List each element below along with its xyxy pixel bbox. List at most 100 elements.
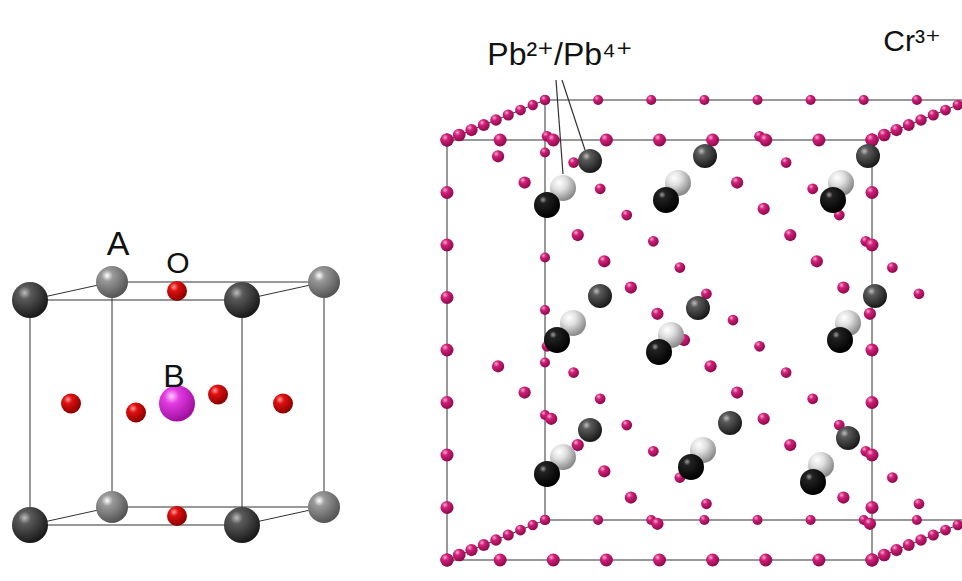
cr-atom bbox=[699, 515, 709, 525]
cr-atom bbox=[441, 134, 454, 147]
cr-atom bbox=[547, 134, 560, 147]
cr-atom bbox=[953, 100, 962, 110]
cr-atom bbox=[465, 544, 477, 556]
cr-atom bbox=[812, 554, 825, 567]
cr-atom bbox=[540, 95, 550, 105]
cr-atom bbox=[441, 554, 454, 567]
cr-atom bbox=[781, 367, 792, 378]
cr-atom bbox=[651, 518, 663, 530]
cr-atom bbox=[478, 539, 490, 551]
site-label: B bbox=[163, 360, 184, 392]
cr-atom bbox=[878, 129, 891, 142]
site-label: A bbox=[107, 226, 130, 260]
cr-atom bbox=[866, 501, 879, 514]
cr-atom bbox=[953, 520, 962, 530]
cr-atom bbox=[540, 305, 550, 315]
cr-atom bbox=[572, 229, 584, 241]
cr-atom bbox=[915, 114, 927, 126]
cr-atom bbox=[621, 210, 632, 221]
cr-atom bbox=[593, 515, 603, 525]
oxygen-atom bbox=[61, 394, 81, 414]
cr-atom bbox=[540, 515, 550, 525]
cr-atom bbox=[519, 176, 531, 188]
pb-atom bbox=[693, 144, 717, 168]
supercell bbox=[441, 80, 962, 567]
cr-atom bbox=[441, 239, 454, 252]
cr-atom bbox=[478, 119, 490, 131]
cr-atom bbox=[837, 491, 849, 503]
cr-atom bbox=[914, 288, 925, 299]
pb-atom bbox=[863, 284, 887, 308]
pb-atom bbox=[588, 284, 612, 308]
cr-atom bbox=[490, 534, 502, 546]
cr-atom bbox=[540, 515, 550, 525]
cr-atom bbox=[651, 308, 663, 320]
cr-atom bbox=[547, 554, 560, 567]
cr-atom bbox=[759, 554, 772, 567]
cr-atom bbox=[598, 465, 610, 477]
cr-atom bbox=[598, 255, 610, 267]
cr-atom bbox=[781, 157, 792, 168]
cr-atom bbox=[837, 281, 849, 293]
cr-atom bbox=[731, 386, 743, 398]
pb-atom bbox=[534, 192, 560, 218]
cr-atom bbox=[515, 525, 526, 536]
cr-atom bbox=[595, 393, 606, 404]
pb-atom bbox=[827, 327, 853, 353]
cr-atom bbox=[878, 549, 891, 562]
cr-atom bbox=[453, 129, 466, 142]
a-site-atom bbox=[224, 282, 260, 318]
ion-label: Cr³⁺ bbox=[883, 26, 940, 56]
cr-atom bbox=[441, 554, 454, 567]
a-site-atom bbox=[96, 491, 128, 523]
cr-atom bbox=[806, 515, 816, 525]
cr-atom bbox=[441, 449, 454, 462]
cr-atom bbox=[704, 360, 716, 372]
pb-atom bbox=[534, 461, 560, 487]
cr-atom bbox=[540, 148, 550, 158]
cr-atom bbox=[600, 554, 613, 567]
cr-atom bbox=[625, 491, 637, 503]
cr-atom bbox=[600, 134, 613, 147]
cr-atom bbox=[811, 255, 823, 267]
cr-atom bbox=[784, 229, 796, 241]
a-site-atom bbox=[224, 507, 260, 543]
cr-atom bbox=[441, 291, 454, 304]
cr-atom bbox=[864, 308, 876, 320]
cr-atom bbox=[812, 134, 825, 147]
oxygen-atom bbox=[208, 385, 228, 405]
cell-edge bbox=[112, 282, 113, 507]
pb-atom bbox=[856, 144, 880, 168]
pb-atom bbox=[578, 418, 602, 442]
cr-atom bbox=[759, 134, 772, 147]
cr-atom bbox=[928, 529, 939, 540]
cr-atom bbox=[621, 420, 632, 431]
cr-atom bbox=[753, 515, 763, 525]
cr-atom bbox=[915, 534, 927, 546]
cr-atom bbox=[441, 396, 454, 409]
a-site-atom bbox=[308, 491, 340, 523]
a-site-atom bbox=[308, 266, 340, 298]
cr-atom bbox=[890, 124, 902, 136]
cr-atom bbox=[515, 105, 526, 116]
oxygen-atom bbox=[273, 394, 293, 414]
cr-atom bbox=[866, 554, 879, 567]
site-label: O bbox=[166, 248, 189, 278]
pb-atom bbox=[800, 469, 826, 495]
cr-atom bbox=[528, 520, 538, 530]
cell-edge bbox=[242, 300, 243, 525]
cr-atom bbox=[866, 239, 879, 252]
cr-atom bbox=[465, 124, 477, 136]
cell-edge bbox=[324, 282, 325, 507]
cr-atom bbox=[866, 186, 879, 199]
cr-atom bbox=[807, 183, 818, 194]
cr-atom bbox=[441, 554, 454, 567]
a-site-atom bbox=[12, 282, 48, 318]
pb-atom bbox=[653, 187, 679, 213]
oxygen-atom bbox=[126, 403, 146, 423]
cr-atom bbox=[675, 262, 686, 273]
cr-atom bbox=[625, 281, 637, 293]
cr-atom bbox=[545, 413, 557, 425]
